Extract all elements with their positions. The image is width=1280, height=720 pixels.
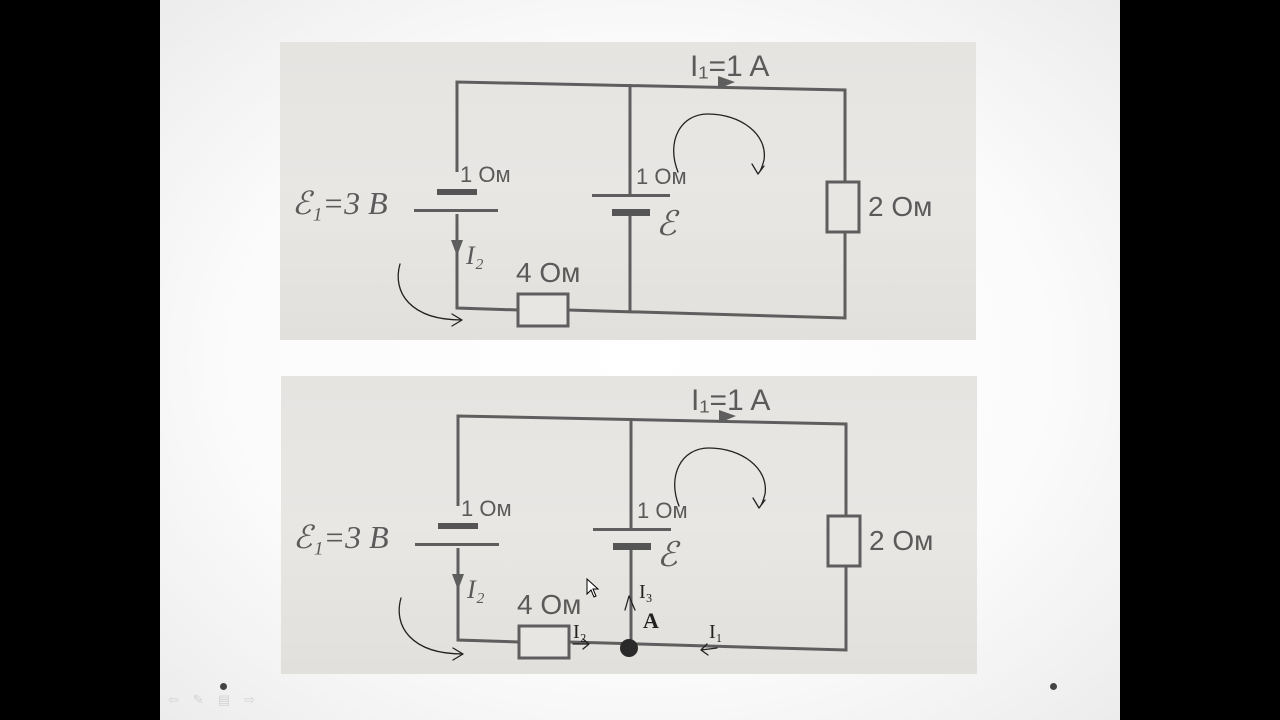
battery1-resistance: 1 Ом [460, 162, 511, 187]
handwritten-i1-label: I₁ [709, 621, 723, 643]
battery-e1 [414, 189, 498, 212]
node-a-label: A [643, 608, 659, 633]
resistor-2-ohm [825, 180, 861, 234]
resistor-4-label: 4 Ом [516, 257, 580, 288]
slide-nav-dot-right[interactable] [1050, 683, 1057, 690]
resistor-2-label: 2 Ом [868, 191, 932, 222]
next-arrow-icon[interactable]: ⇨ [244, 692, 256, 707]
resistor-4-ohm [516, 292, 570, 328]
slideshow-toolbar: ⇦ ✎ ▤ ⇨ [168, 692, 255, 708]
circuit-photo-top: I₁=1 A ℰ₁=3 В 1 Ом 1 Ом ℰ 4 Ом 2 Ом I₂ [280, 42, 976, 340]
handwritten-i2-label: I₂ [573, 621, 587, 643]
mouse-pointer-icon [586, 578, 600, 598]
handwritten-bypass-arrow [397, 263, 463, 327]
handwritten-loop-arrow [673, 113, 765, 175]
current-arrow-i1 [718, 76, 735, 89]
handwritten-loop-arrow [674, 447, 766, 509]
battery-e [592, 194, 670, 216]
resistor-2-ohm [826, 514, 862, 568]
handwritten-bypass-arrow [398, 597, 464, 661]
prev-arrow-icon[interactable]: ⇦ [168, 692, 179, 707]
handwritten-i3-label: I₃ [639, 581, 653, 603]
junction-node-a [620, 639, 638, 657]
resistor-4-ohm [517, 624, 571, 660]
emf-label: ℰ [656, 206, 680, 243]
battery1-resistance: 1 Ом [461, 496, 512, 521]
emf1-label: ℰ₁=3 В [293, 519, 389, 555]
circuit-diagram-top: I₁=1 A ℰ₁=3 В 1 Ом 1 Ом ℰ 4 Ом 2 Ом I₂ [292, 50, 932, 328]
slide-nav-dot-left[interactable] [220, 683, 227, 690]
current-i2-label: I₂ [466, 575, 485, 604]
emf-label: ℰ [657, 537, 681, 574]
current-i1-label: I₁=1 A [690, 50, 769, 83]
battery-e [593, 528, 671, 550]
circuit-photo-bottom: I₁=1 A ℰ₁=3 В 1 Ом 1 Ом ℰ 4 Ом 2 Ом I₂ I… [281, 376, 977, 674]
resistor-2-label: 2 Ом [869, 525, 933, 556]
slide: I₁=1 A ℰ₁=3 В 1 Ом 1 Ом ℰ 4 Ом 2 Ом I₂ [160, 0, 1120, 720]
emf1-label: ℰ₁=3 В [292, 185, 388, 221]
pen-icon[interactable]: ✎ [192, 692, 204, 707]
battery-e1 [415, 523, 499, 546]
current-arrow-i2 [452, 574, 464, 590]
current-arrow-i1 [719, 410, 736, 423]
menu-icon[interactable]: ▤ [217, 692, 231, 707]
handwritten-i2-arrow [572, 638, 590, 650]
current-i2-label: I₂ [465, 241, 484, 270]
current-i1-label: I₁=1 A [691, 384, 770, 417]
handwritten-i1-arrow [700, 643, 718, 656]
resistor-4-label: 4 Ом [517, 589, 581, 620]
handwritten-i3-arrow [624, 595, 636, 611]
current-arrow-i2 [451, 240, 463, 256]
circuit-diagram-bottom: I₁=1 A ℰ₁=3 В 1 Ом 1 Ом ℰ 4 Ом 2 Ом I₂ I… [293, 384, 933, 661]
battery2-resistance: 1 Ом [636, 164, 687, 189]
battery2-resistance: 1 Ом [637, 498, 688, 523]
